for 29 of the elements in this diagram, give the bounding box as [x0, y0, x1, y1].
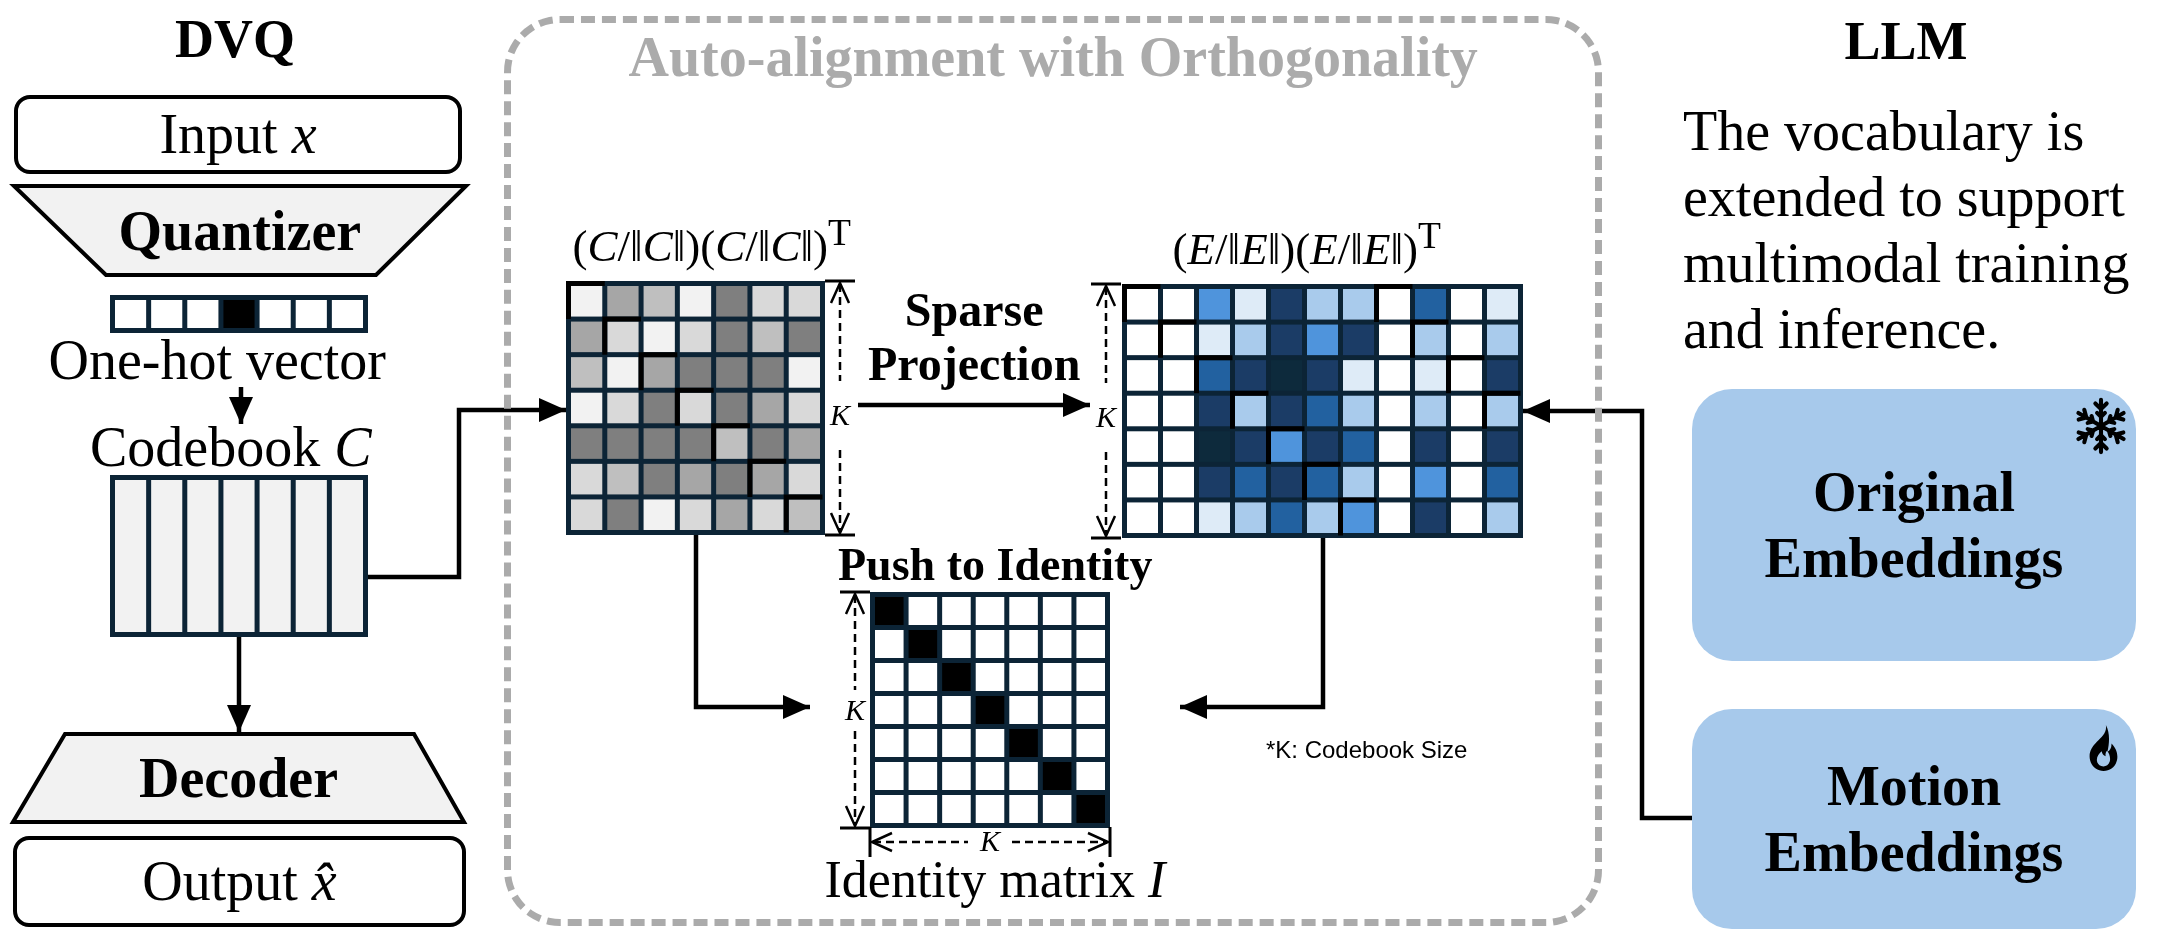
- rounded-box: Input x: [14, 95, 462, 174]
- block-label: Original Embeddings: [1764, 460, 2064, 591]
- arrow: [227, 637, 251, 732]
- formula: (E/‖E‖)(E/‖E‖)$^{T}$: [1172, 214, 1441, 276]
- block-label: Motion Embeddings: [1764, 754, 2064, 885]
- dimension-label: K: [830, 398, 850, 432]
- rounded-box: Output x̂: [13, 836, 466, 927]
- dimension-label: K: [845, 693, 865, 727]
- embedding-block: [1692, 709, 2136, 929]
- column-heading: LLM: [1844, 10, 1968, 72]
- block-label: Decoder: [139, 746, 338, 810]
- footnote-text: *K: Codebook Size: [1266, 735, 1468, 765]
- matrix-caption: Codebook C: [90, 420, 372, 474]
- dimension-label: K: [1096, 400, 1116, 434]
- group-title: Auto-alignment with Orthogonality: [628, 25, 1478, 89]
- arrow: [858, 393, 1090, 417]
- arrow: [1523, 399, 1692, 821]
- description-text: The vocabulary is extended to support multimodal training and inference.: [1683, 99, 2131, 362]
- arrow: [229, 387, 253, 424]
- vector-caption: One-hot vector: [48, 333, 386, 387]
- block-label: Quantizer: [118, 198, 362, 263]
- column-heading: DVQ: [175, 8, 295, 70]
- arrow: [693, 535, 810, 719]
- matrix-heading: Push to Identity: [838, 538, 1153, 591]
- arrow: [368, 398, 566, 580]
- formula: (C/‖C‖)(C/‖C‖)$^{T}$: [572, 211, 851, 273]
- embedding-block: [1692, 389, 2136, 661]
- arrow: [1180, 538, 1326, 719]
- dashed-group-frame: [504, 16, 1602, 926]
